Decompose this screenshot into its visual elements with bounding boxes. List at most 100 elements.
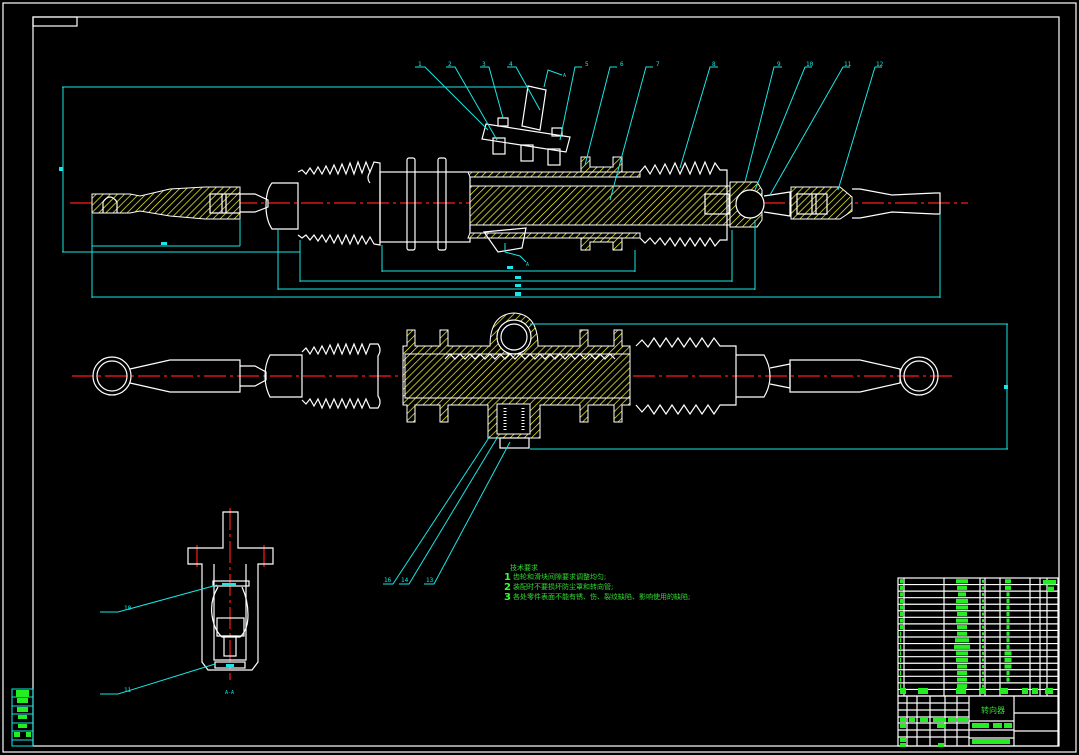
balloon-16: 16: [384, 577, 392, 584]
section-marker-bottom: A: [526, 262, 529, 268]
table-cell-text: [982, 579, 984, 583]
table-cell-text: [1006, 592, 1010, 597]
technical-requirements: 技术要求 1 齿轮和滑块间隙要求调整均匀; 2 装配时不要损坏防尘罩和转向管; …: [504, 563, 690, 603]
table-header-text: [1022, 688, 1028, 694]
title-block-text: [920, 718, 928, 722]
balloon-10: 10: [806, 61, 814, 68]
svg-text:2: 2: [504, 582, 511, 593]
table-cell-text: [982, 638, 984, 642]
table-cell-text: [900, 664, 902, 669]
right-eye-end: [899, 356, 939, 396]
table-header-text: [918, 688, 928, 694]
title-block-text: [938, 743, 944, 747]
section-arrow-top: [543, 69, 563, 88]
table-header-text: [956, 688, 966, 694]
balloon-leaders-top: 1 2 3 4 5 6 7 8 9 10 11 12: [415, 61, 884, 201]
title-block-text: [909, 718, 915, 722]
top-view-dimensions: A A: [59, 69, 941, 298]
table-cell-text: [1006, 625, 1010, 630]
balloon-leaders-bottom: 16 14 13: [383, 435, 511, 585]
table-cell-text: [982, 645, 984, 649]
table-cell-text: [956, 579, 968, 584]
balloon-1: 1: [418, 61, 422, 68]
table-cell-text: [900, 579, 903, 584]
table-cell-text: [957, 611, 967, 617]
table-cell-text: [956, 657, 968, 663]
pinion-gear: [496, 319, 532, 355]
balloon-6: 6: [620, 61, 624, 68]
section-view-a-a: 10 11 A-A: [100, 508, 274, 696]
table-cell-text: [954, 644, 970, 649]
balloon-8: 8: [712, 61, 716, 68]
table-cell-text: [1006, 644, 1010, 649]
table-cell-text: [982, 651, 984, 655]
balloon-11: 11: [844, 61, 852, 68]
tech-req-item-1: 齿轮和滑块间隙要求调整均匀;: [513, 572, 606, 581]
table-cell-text: [957, 670, 967, 676]
balloon-12: 12: [876, 61, 884, 68]
table-cell-text: [900, 625, 903, 630]
table-cell-text: [982, 599, 984, 603]
balloon-14: 14: [401, 577, 409, 584]
table-cell-text: [982, 612, 984, 616]
table-cell-text: [982, 619, 984, 623]
table-cell-text: [900, 618, 903, 623]
top-view: [70, 85, 968, 253]
table-cell-text: [1005, 585, 1011, 590]
table-cell-text: [957, 677, 967, 682]
title-block: 转向器: [897, 695, 1059, 747]
table-cell-text: [900, 651, 902, 656]
table-cell-text: [900, 684, 902, 689]
table-header-text: [1045, 688, 1053, 694]
table-cell-text: [900, 638, 902, 643]
table-cell-text: [957, 625, 967, 630]
table-cell-text: [1047, 586, 1054, 592]
right-tie-rod-end: [790, 186, 853, 220]
table-cell-text: [982, 671, 984, 675]
pinion-flange: [481, 85, 571, 166]
table-cell-text: [957, 684, 967, 689]
table-cell-text: [982, 586, 984, 590]
table-cell-text: [1005, 579, 1011, 584]
section-balloon-11: 11: [124, 687, 132, 694]
table-cell-text: [1006, 618, 1010, 623]
left-eye-end: [92, 356, 132, 396]
balloon-5: 5: [585, 61, 589, 68]
table-cell-text: [982, 658, 984, 662]
table-cell-text: [956, 605, 968, 610]
table-cell-text: [955, 638, 969, 643]
left-tie-rod-end: [91, 186, 241, 220]
balloon-2: 2: [448, 61, 452, 68]
table-cell-text: [982, 678, 984, 682]
title-block-text: [900, 724, 906, 728]
table-cell-text: [957, 631, 967, 636]
title-block-text: [948, 718, 956, 722]
table-cell-text: [900, 644, 902, 649]
table-cell-text: [900, 631, 902, 636]
table-cell-text: [900, 677, 902, 682]
title-block-text: [933, 718, 945, 722]
table-cell-text: [1006, 638, 1010, 643]
title-block-text: [900, 718, 906, 722]
table-cell-text: [982, 665, 984, 668]
svg-text:1: 1: [504, 572, 511, 583]
title-block-text: [937, 724, 945, 728]
table-header-text: [1032, 688, 1038, 694]
binding-strip: [11, 688, 34, 747]
table-cell-text: [982, 592, 984, 596]
table-cell-text: [900, 585, 903, 590]
table-cell-text: [900, 605, 903, 610]
parts-list-table: [897, 577, 1059, 697]
table-cell-text: [1043, 580, 1056, 585]
table-cell-text: [1006, 631, 1010, 636]
balloon-9: 9: [777, 61, 781, 68]
table-cell-text: [982, 632, 984, 636]
balloon-13: 13: [426, 577, 434, 584]
table-cell-text: [956, 651, 968, 656]
front-view: [72, 312, 955, 449]
adjust-plug: [499, 437, 530, 449]
right-bellows: [639, 160, 728, 248]
table-cell-text: [900, 657, 902, 663]
